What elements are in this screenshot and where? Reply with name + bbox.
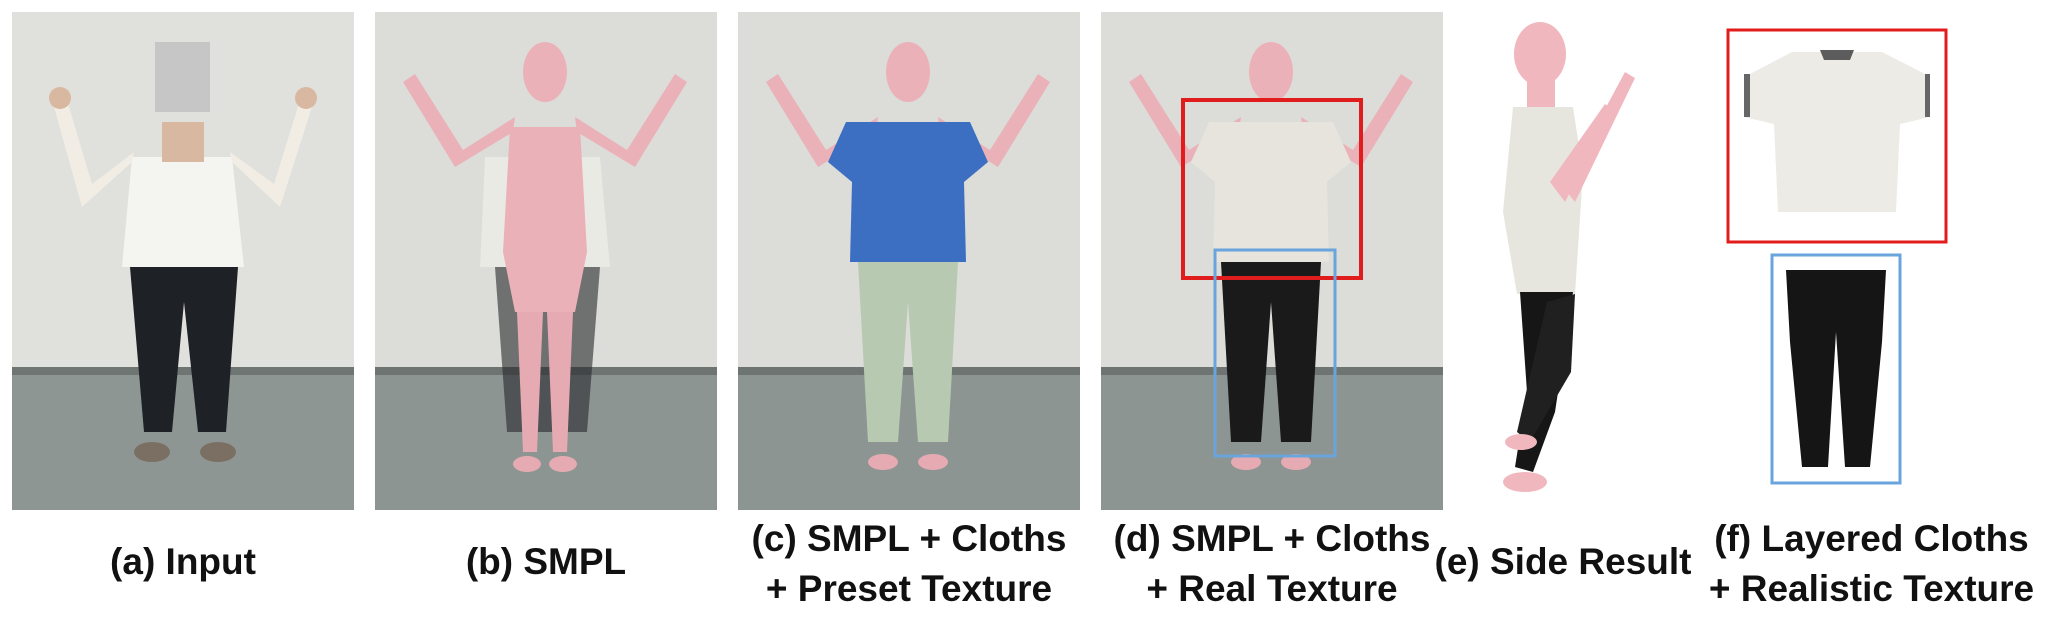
caption-c: (c) SMPL + Cloths + Preset Texture (738, 514, 1080, 614)
caption-f-line-1: (f) Layered Cloths (1714, 518, 2029, 559)
panel-a-input-photo (12, 12, 354, 510)
caption-f: (f) Layered Cloths + Realistic Texture (1698, 514, 2045, 614)
caption-a: (a) Input (12, 537, 354, 587)
caption-c-line-2: + Preset Texture (765, 568, 1053, 609)
blue-highlight-box (1213, 248, 1337, 458)
red-highlight-box (1181, 98, 1363, 280)
panel-d-real-texture (1101, 12, 1443, 510)
panel-f-layered-cloths (1720, 12, 2045, 510)
caption-b-line-1: (b) SMPL (465, 541, 627, 582)
panel-b-smpl (375, 12, 717, 510)
caption-d-line-2: + Real Texture (1146, 568, 1398, 609)
panel-c-preset-texture (738, 12, 1080, 510)
pants-highlight-box (1770, 253, 1902, 485)
caption-c-line-1: (c) SMPL + Cloths (751, 518, 1067, 559)
panel-e-side-result (1455, 12, 1675, 510)
caption-a-line-1: (a) Input (110, 541, 256, 582)
shirt-highlight-box (1726, 28, 1948, 244)
caption-f-line-2: + Realistic Texture (1708, 568, 2035, 609)
caption-e-line-1: (e) Side Result (1434, 541, 1692, 582)
caption-d: (d) SMPL + Cloths + Real Texture (1101, 514, 1443, 614)
caption-e: (e) Side Result (1428, 537, 1698, 587)
caption-b: (b) SMPL (375, 537, 717, 587)
caption-d-line-1: (d) SMPL + Cloths (1113, 518, 1431, 559)
